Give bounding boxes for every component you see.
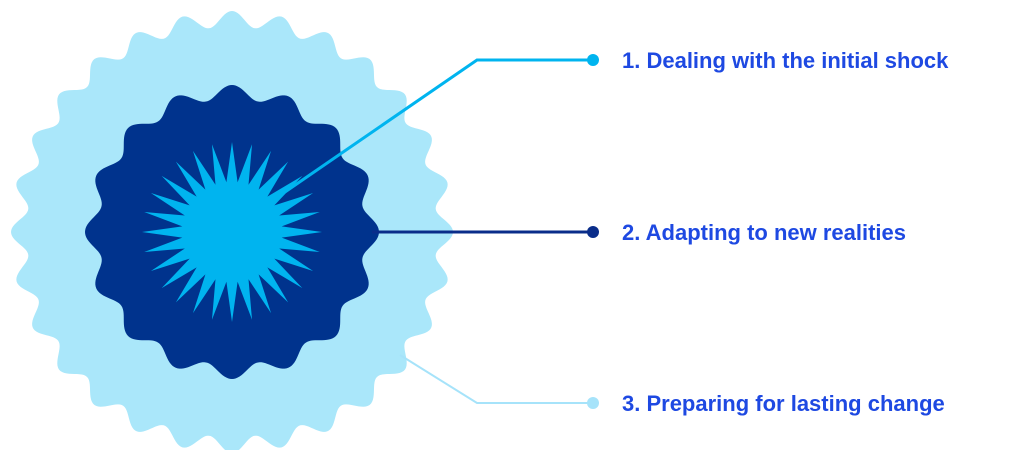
connector-line-stage-1 — [284, 58, 593, 194]
connector-dot-stage-2 — [587, 226, 599, 238]
stage-label-1: 1. Dealing with the initial shock — [622, 48, 949, 73]
connector-line-stage-3 — [399, 354, 593, 404]
connector-dot-stage-3 — [587, 397, 599, 409]
stage-label-3: 3. Preparing for lasting change — [622, 391, 945, 416]
stage-label-2: 2. Adapting to new realities — [622, 220, 907, 245]
core-starburst-shape — [142, 142, 322, 322]
connector-dot-stage-1 — [587, 54, 599, 66]
